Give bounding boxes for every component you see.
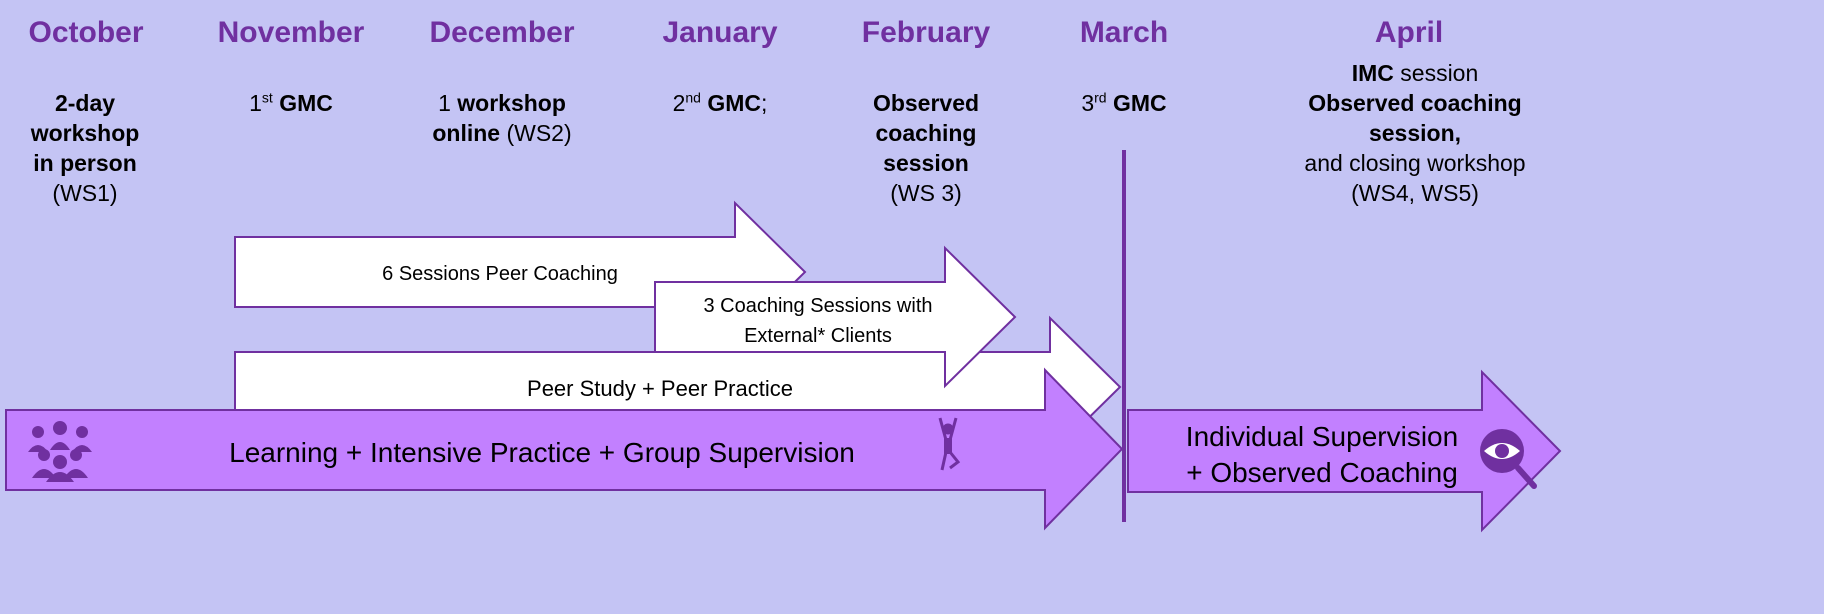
- peer-coaching-label: 6 Sessions Peer Coaching: [382, 263, 618, 285]
- main-learning-arrow: [5, 367, 1124, 531]
- external-coaching-label-2: External* Clients: [744, 325, 892, 347]
- external-coaching-arrow: [654, 245, 1017, 389]
- milestone-march: 3rd GMC: [1081, 89, 1167, 116]
- month-february: February: [861, 16, 991, 49]
- month-december: December: [429, 16, 575, 49]
- peer-study-label: Peer Study + Peer Practice: [527, 376, 793, 401]
- month-november: November: [217, 16, 365, 49]
- month-april: April: [1374, 16, 1444, 49]
- stretching-person-icon: [938, 417, 961, 471]
- milestone-october: 2-day workshop in person (WS1): [30, 90, 140, 206]
- final-supervision-label-1: Individual Supervision: [1186, 421, 1458, 452]
- month-january: January: [662, 16, 778, 49]
- final-supervision-label-2: + Observed Coaching: [1186, 457, 1458, 488]
- group-people-icon: [28, 421, 92, 482]
- milestone-december: 1 workshop online (WS2): [432, 90, 572, 146]
- milestone-april: IMC session Observed coaching session, a…: [1304, 60, 1526, 206]
- month-march: March: [1079, 16, 1169, 49]
- milestone-january: 2nd GMC;: [672, 89, 768, 116]
- month-october: October: [28, 16, 144, 49]
- external-coaching-label-1: 3 Coaching Sessions with: [703, 295, 932, 317]
- milestone-february: Observed coaching session (WS 3): [872, 90, 980, 206]
- main-learning-label: Learning + Intensive Practice + Group Su…: [229, 437, 855, 468]
- eye-magnifier-icon: [1480, 429, 1537, 489]
- milestone-november: 1st GMC: [249, 89, 333, 116]
- final-supervision-arrow: [1127, 369, 1562, 533]
